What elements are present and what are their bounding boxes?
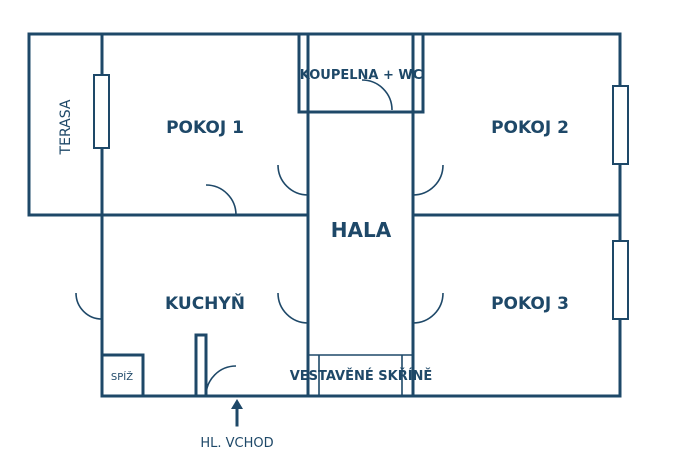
label-koupelna: KOUPELNA + WC [300,68,423,83]
label-spiz: SPÍŽ [111,370,133,383]
door-pokoj1-hall [277,164,309,196]
door-kuchyn-hall [277,292,309,324]
label-pokoj3: POKOJ 3 [491,294,569,314]
label-hala: HALA [331,218,392,242]
door-entrance-swing [205,365,237,397]
pantry-box [100,353,145,398]
door-pokoj2-hall [412,164,444,196]
door-terasa-kuchyn [75,292,103,320]
label-pokoj2: POKOJ 2 [491,118,569,138]
door-pokoj3-hall [412,292,444,324]
bathroom-box [297,32,425,114]
door-pokoj1-window [205,184,237,216]
bathroom-door-swing [361,79,393,111]
label-terasa: TERASA [58,99,74,155]
label-entrance: HL. VCHOD [200,436,273,451]
entrance-arrow-icon [231,399,243,409]
entrance-jamb [194,333,208,398]
window-pokoj2 [612,85,629,165]
label-pokoj1: POKOJ 1 [166,118,244,138]
label-skrine: VESTAVĚNÉ SKŘÍNĚ [290,368,433,384]
label-kuchyn: KUCHYŇ [165,292,245,314]
window-pokoj3 [612,240,629,320]
window-pokoj1 [93,74,110,149]
